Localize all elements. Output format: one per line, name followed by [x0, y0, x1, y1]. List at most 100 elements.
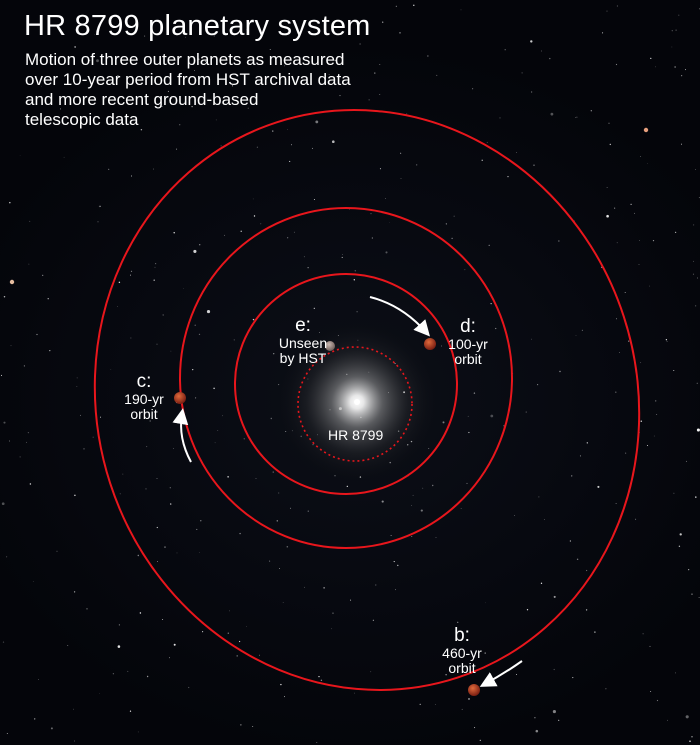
background-star — [67, 645, 69, 646]
star-core — [354, 399, 360, 405]
background-star — [173, 447, 175, 449]
background-star — [38, 679, 39, 680]
background-star — [272, 471, 274, 473]
background-star — [50, 727, 53, 730]
background-star — [260, 61, 262, 63]
background-star — [413, 4, 415, 7]
background-star — [606, 187, 608, 189]
background-star — [558, 719, 560, 721]
background-star — [286, 129, 288, 130]
background-star — [606, 10, 608, 12]
background-star — [655, 400, 657, 402]
background-star — [247, 107, 249, 109]
background-star — [638, 264, 640, 266]
background-star — [253, 215, 256, 217]
background-star — [678, 545, 681, 547]
background-star — [385, 251, 388, 254]
background-star — [117, 645, 121, 648]
subtitle-line: Motion of three outer planets as measure… — [25, 50, 345, 69]
background-star — [173, 231, 175, 234]
background-star — [635, 518, 637, 520]
subtitle-line: telescopic data — [25, 110, 139, 129]
background-star — [118, 281, 121, 284]
background-star — [382, 21, 384, 23]
background-star — [30, 78, 32, 80]
background-star — [464, 269, 466, 271]
background-star — [188, 686, 190, 689]
background-star — [395, 589, 396, 591]
background-star — [569, 540, 572, 542]
background-star — [276, 520, 279, 522]
background-star — [146, 446, 148, 448]
background-star — [19, 456, 21, 458]
background-star — [616, 318, 617, 320]
background-star — [614, 207, 616, 209]
background-star — [145, 488, 147, 490]
background-star — [516, 152, 517, 154]
background-star — [74, 46, 76, 48]
background-star — [453, 215, 455, 217]
background-star — [144, 35, 146, 37]
background-star — [331, 628, 333, 630]
background-star — [6, 733, 8, 734]
background-star — [445, 223, 447, 225]
background-star — [692, 273, 695, 275]
background-star — [481, 159, 483, 161]
background-star — [442, 421, 445, 424]
background-star — [576, 558, 579, 561]
subtitle-line: over 10-year period from HST archival da… — [25, 70, 351, 89]
background-star — [273, 353, 275, 355]
background-star — [372, 619, 374, 621]
background-star — [246, 29, 248, 30]
background-star — [323, 587, 325, 589]
background-star — [287, 237, 289, 239]
background-star — [100, 205, 101, 207]
background-star — [171, 98, 173, 100]
background-star — [468, 698, 470, 700]
background-star — [495, 327, 497, 330]
background-star — [640, 362, 642, 364]
background-star — [473, 392, 476, 394]
planet-e — [325, 341, 335, 351]
background-star — [194, 324, 196, 326]
background-star — [390, 534, 392, 536]
background-star — [176, 552, 178, 554]
background-star — [303, 256, 305, 258]
background-star — [328, 74, 330, 75]
background-star — [540, 582, 543, 584]
background-star — [3, 421, 6, 424]
planet-e-line1: Unseen — [278, 335, 328, 351]
background-star — [585, 569, 588, 572]
background-star — [137, 554, 140, 557]
motion-arrow-d — [369, 296, 430, 337]
background-star — [63, 156, 65, 158]
background-star — [602, 32, 604, 34]
background-star — [615, 391, 617, 393]
background-star — [693, 224, 695, 226]
background-star — [628, 340, 630, 342]
background-star — [179, 124, 181, 126]
background-star — [240, 230, 242, 232]
background-star — [259, 654, 261, 656]
background-star — [127, 670, 129, 672]
background-star — [130, 270, 133, 272]
planet-c — [174, 392, 186, 404]
background-star — [435, 536, 437, 538]
background-star — [375, 584, 377, 586]
background-star — [227, 476, 229, 478]
background-star — [19, 155, 21, 156]
background-star — [25, 441, 28, 443]
background-star — [108, 168, 110, 170]
background-star — [484, 652, 486, 654]
background-star — [406, 113, 408, 115]
background-star — [615, 503, 617, 504]
background-star — [23, 365, 25, 367]
background-star — [640, 156, 641, 157]
background-star — [619, 352, 621, 353]
background-star — [32, 581, 34, 582]
background-star — [695, 496, 697, 498]
background-star — [339, 95, 341, 97]
background-star — [445, 674, 447, 676]
background-star — [461, 708, 463, 710]
background-star — [381, 500, 384, 503]
